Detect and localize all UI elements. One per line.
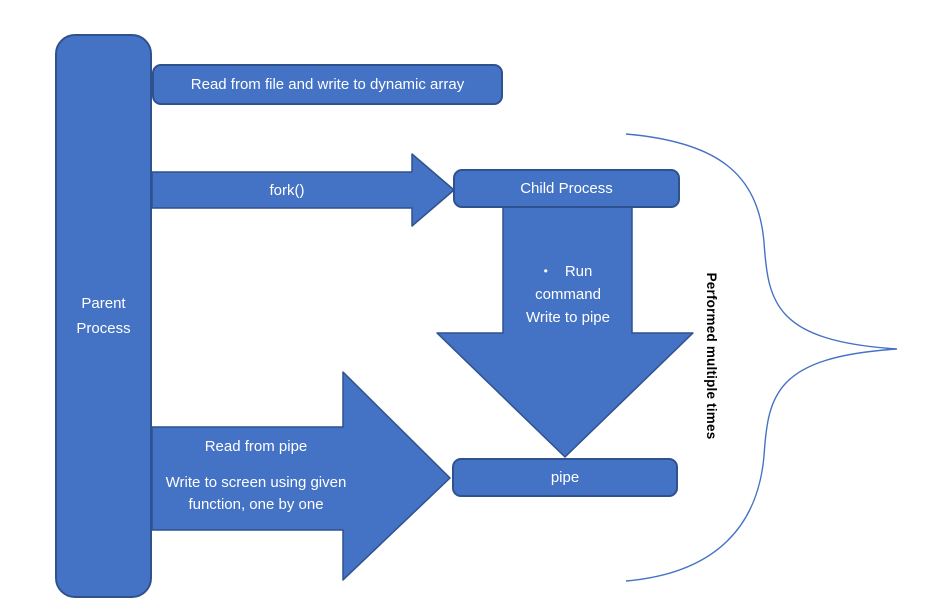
read-from-file-node: Read from file and write to dynamic arra… [152, 64, 503, 105]
performed-multiple-times-annotation: Performed multiple times [701, 256, 721, 456]
curly-brace-shape [625, 133, 898, 582]
right-arrow-label: Read from pipe Write to screen using giv… [152, 436, 360, 516]
fork-arrow-shape [151, 153, 455, 227]
pipe-label: pipe [550, 469, 580, 486]
performed-multiple-times-text: Performed multiple times [704, 272, 719, 440]
down-arrow-label-line1: • Run [500, 260, 636, 283]
down-arrow-label-line2: command [535, 286, 601, 303]
down-arrow-label-run: Run [564, 263, 593, 280]
fork-arrow-label-text: fork() [269, 181, 305, 199]
parent-process-node: Parent Process [55, 34, 152, 598]
down-arrow-shape [436, 205, 694, 458]
down-arrow-label: • Run command Write to pipe [500, 260, 636, 329]
parent-process-label: Parent Process [76, 295, 131, 337]
child-process-node: Child Process [453, 169, 680, 208]
right-arrow-label-line2: Write to screen using given [165, 474, 347, 491]
right-arrow-label-line3: function, one by one [188, 496, 324, 513]
right-arrow-shape [151, 371, 451, 581]
down-arrow-label-line3: Write to pipe [526, 309, 610, 326]
fork-arrow-label: fork() [152, 172, 422, 208]
right-arrow-label-line1: Read from pipe [204, 438, 308, 455]
child-process-label: Child Process [520, 180, 613, 197]
pipe-node: pipe [452, 458, 678, 497]
read-from-file-label: Read from file and write to dynamic arra… [190, 76, 465, 93]
bullet-icon: • [543, 264, 548, 278]
